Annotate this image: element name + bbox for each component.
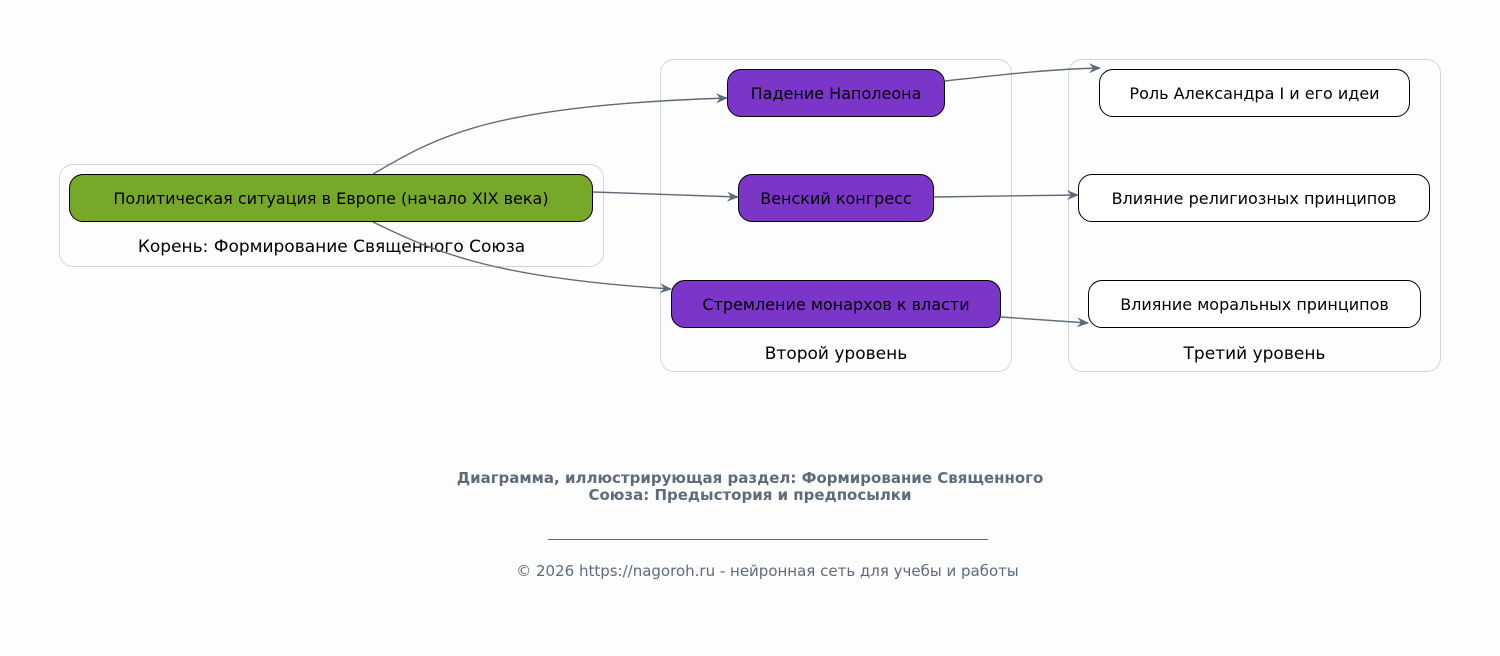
edge-root-napoleon bbox=[372, 93, 728, 175]
node-napoleon-fall[interactable]: Падение Наполеона bbox=[727, 69, 945, 117]
node-religious-principles[interactable]: Влияние религиозных принципов bbox=[1078, 174, 1430, 222]
caption-divider bbox=[548, 539, 988, 540]
edge-root-monarchs bbox=[372, 221, 672, 294]
cluster-root: Корень: Формирование Священного Союза bbox=[59, 164, 604, 267]
edge-monarchs-moral bbox=[1000, 316, 1089, 328]
node-political-situation[interactable]: Политическая ситуация в Европе (начало X… bbox=[69, 174, 593, 222]
cluster-level3: Третий уровень bbox=[1068, 59, 1441, 372]
cluster-label: Корень: Формирование Священного Союза bbox=[137, 237, 526, 257]
node-moral-principles[interactable]: Влияние моральных принципов bbox=[1088, 280, 1421, 328]
caption-footer: © 2026 https://nagoroh.ru - нейронная се… bbox=[516, 562, 1019, 580]
edge-napoleon-alexander bbox=[944, 63, 1101, 82]
edge-vienna-religion bbox=[933, 190, 1079, 201]
cluster-label: Второй уровень bbox=[764, 344, 908, 364]
cluster-level2: Второй уровень bbox=[660, 59, 1012, 372]
caption-title: Диаграмма, иллюстрирующая раздел: Формир… bbox=[456, 469, 1044, 504]
node-alexander-role[interactable]: Роль Александра I и его идеи bbox=[1099, 69, 1410, 117]
cluster-label: Третий уровень bbox=[1183, 344, 1326, 364]
edge-root-vienna bbox=[592, 191, 739, 202]
node-monarchs-power[interactable]: Стремление монархов к власти bbox=[671, 280, 1001, 328]
node-vienna-congress[interactable]: Венский конгресс bbox=[738, 174, 934, 222]
